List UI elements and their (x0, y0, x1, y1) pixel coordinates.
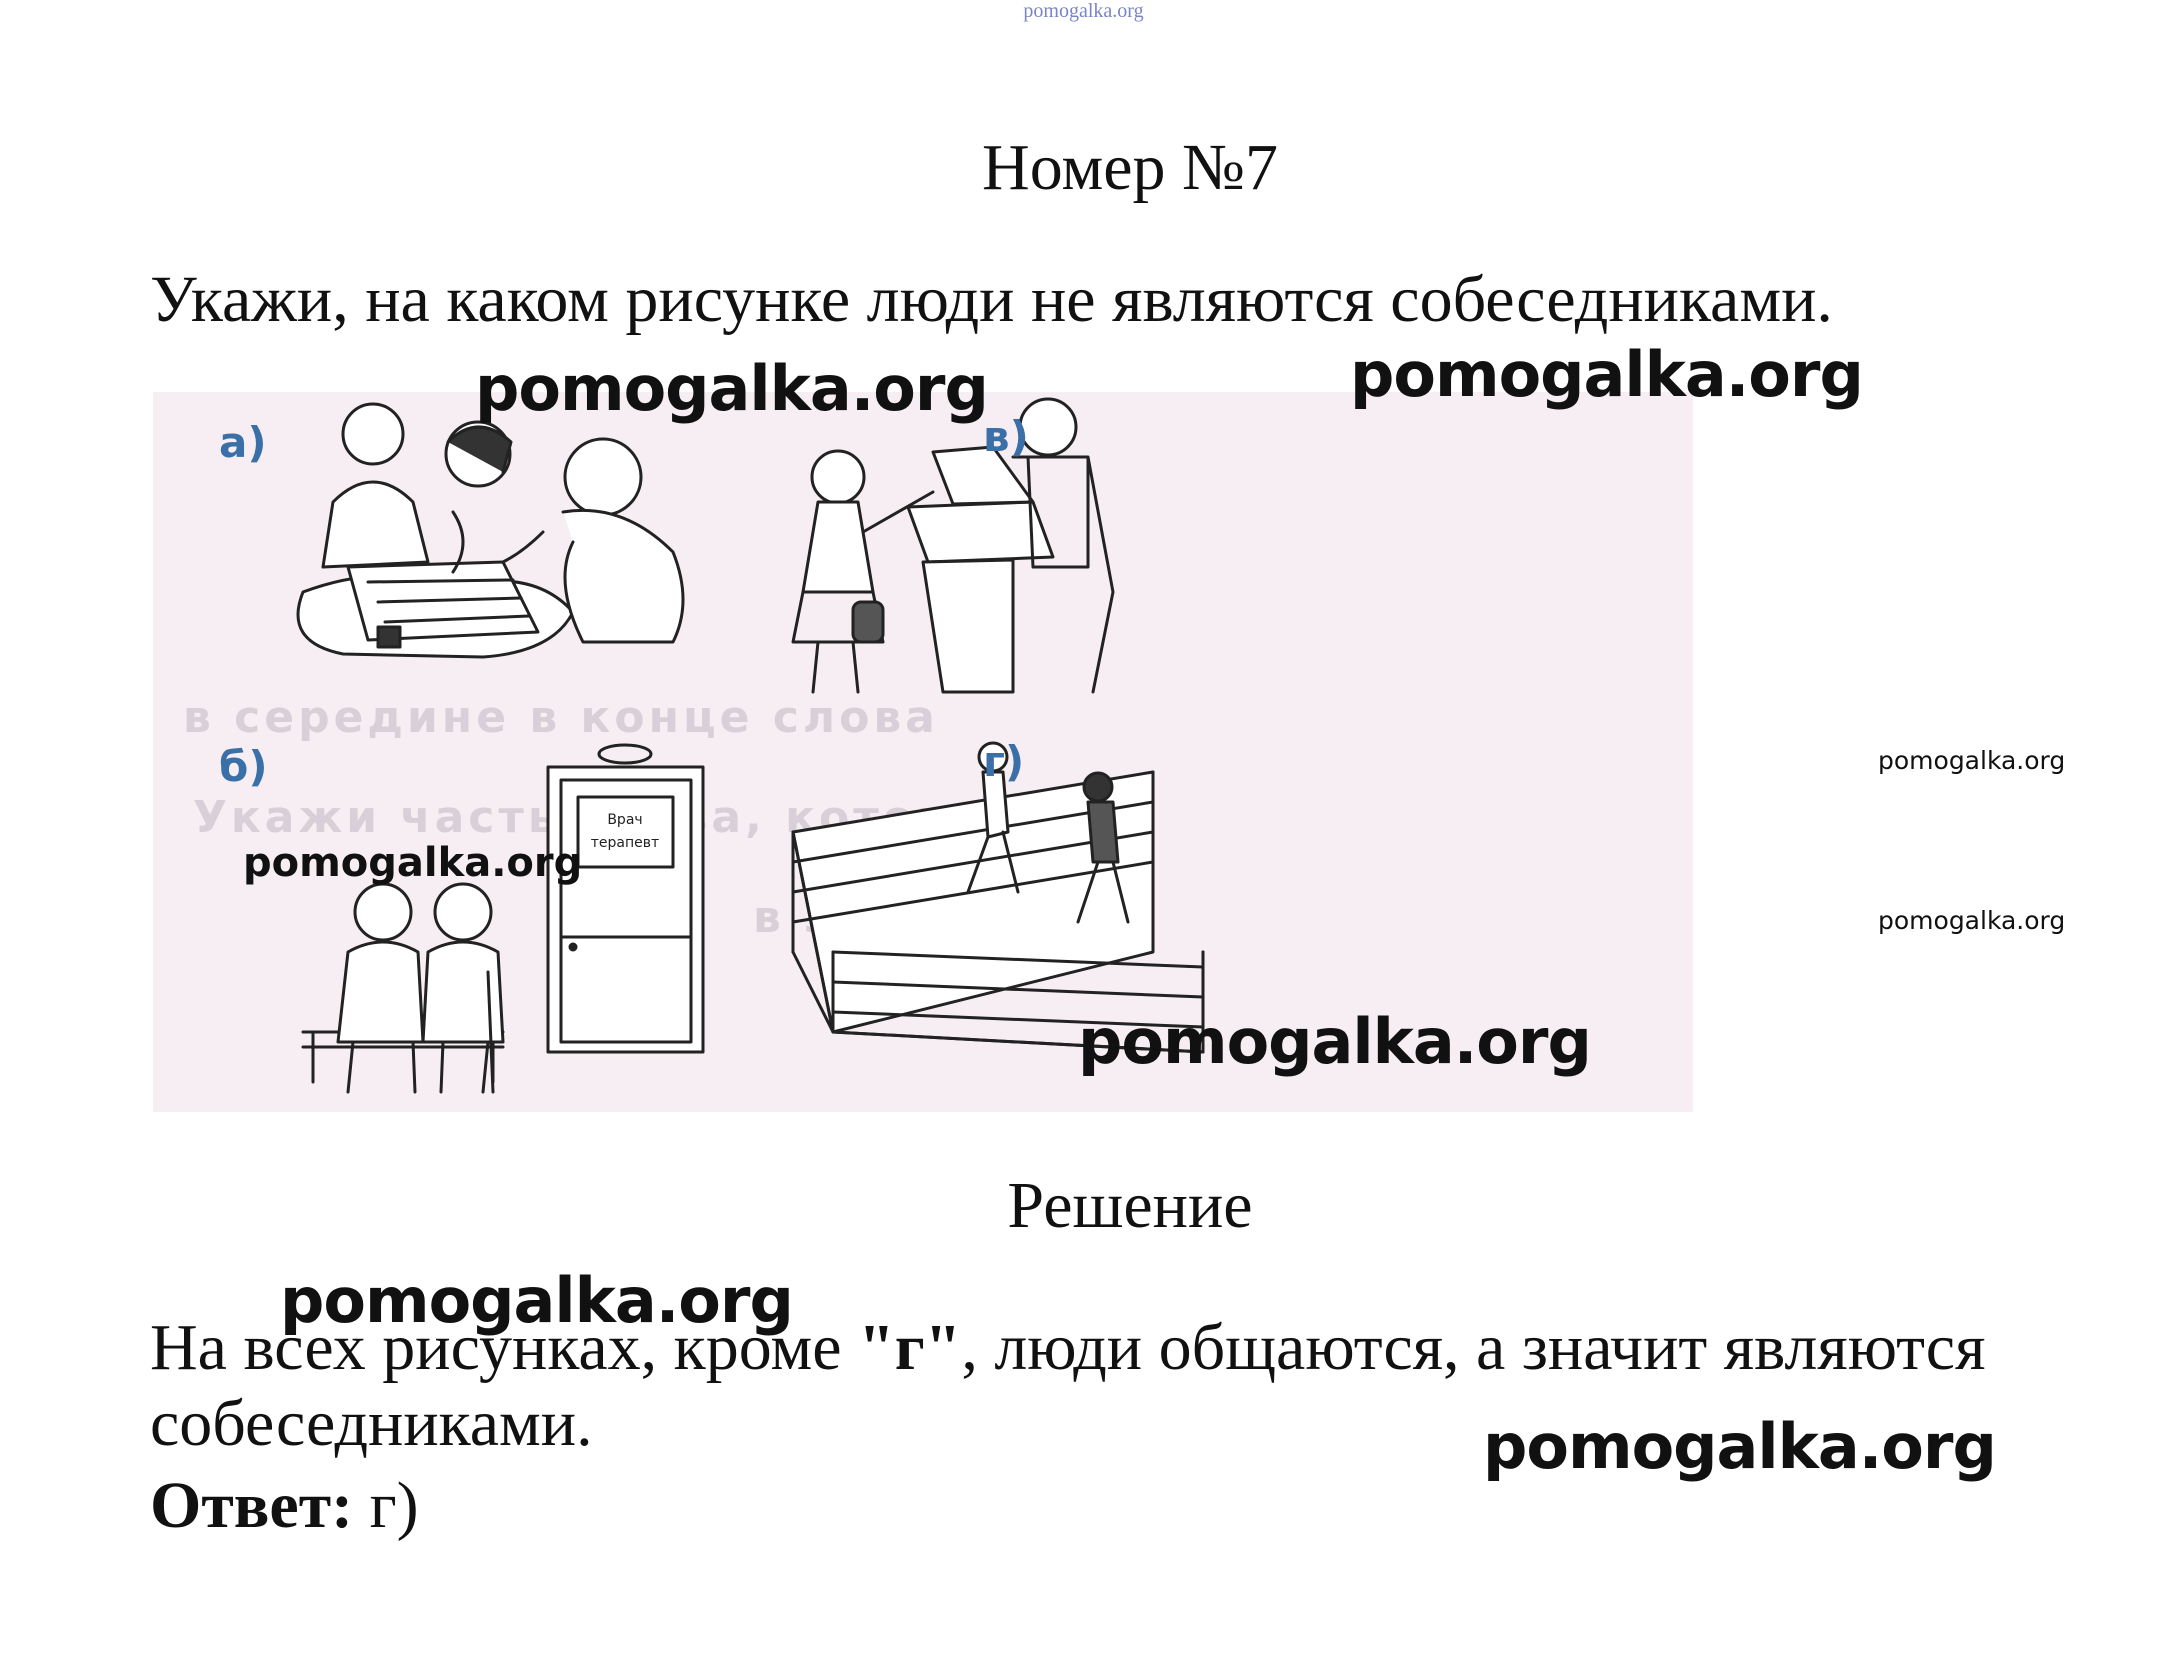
solution-text: На всех рисунках, кроме "г", люди общают… (150, 1310, 2100, 1462)
panel-b-drawing (301, 743, 705, 1094)
answer-value: г) (353, 1469, 419, 1542)
ghost-text: в середине в конце слова (183, 692, 939, 743)
solution-heading: Решение (1007, 1169, 1253, 1242)
panel-label-a: а) (219, 418, 267, 467)
watermark: pomogalka.org (1878, 906, 2066, 935)
exercise-illustration: в середине в конце слова Укажи часть сло… (153, 392, 1693, 1112)
solution-highlight: "г" (858, 1311, 962, 1384)
solution-text-after: , люди общаются, а значит являются собес… (150, 1311, 1986, 1460)
illustration-drawing: Врач терапевт (296, 397, 1205, 1094)
door-sign-line1: Врач (607, 812, 642, 828)
watermark: pomogalka.org (1078, 1005, 1592, 1078)
watermark: pomogalka.org (280, 1264, 794, 1337)
page-title: Номер №7 (982, 131, 1278, 204)
watermark: pomogalka.org (1483, 1410, 1997, 1483)
watermark: pomogalka.org (1878, 746, 2066, 775)
door-sign-line2: терапевт (591, 835, 659, 851)
panel-v-drawing (791, 397, 1115, 694)
panel-g-drawing (791, 741, 1205, 1054)
panel-a-drawing (296, 402, 685, 659)
panel-label-g: г) (983, 737, 1025, 786)
watermark: pomogalka.org (1350, 338, 1864, 411)
watermark: pomogalka.org (243, 840, 583, 886)
panel-label-v: в) (983, 412, 1029, 461)
watermark: pomogalka.org (475, 352, 989, 425)
site-header[interactable]: pomogalka.org (1023, 0, 1144, 22)
panel-label-b: б) (219, 742, 268, 791)
solution-text-before: На всех рисунках, кроме (150, 1311, 859, 1384)
question-text: Укажи, на каком рисунке люди не являются… (150, 263, 1833, 336)
answer-label: Ответ: (150, 1469, 354, 1542)
answer-line: Ответ: г) (150, 1468, 419, 1544)
